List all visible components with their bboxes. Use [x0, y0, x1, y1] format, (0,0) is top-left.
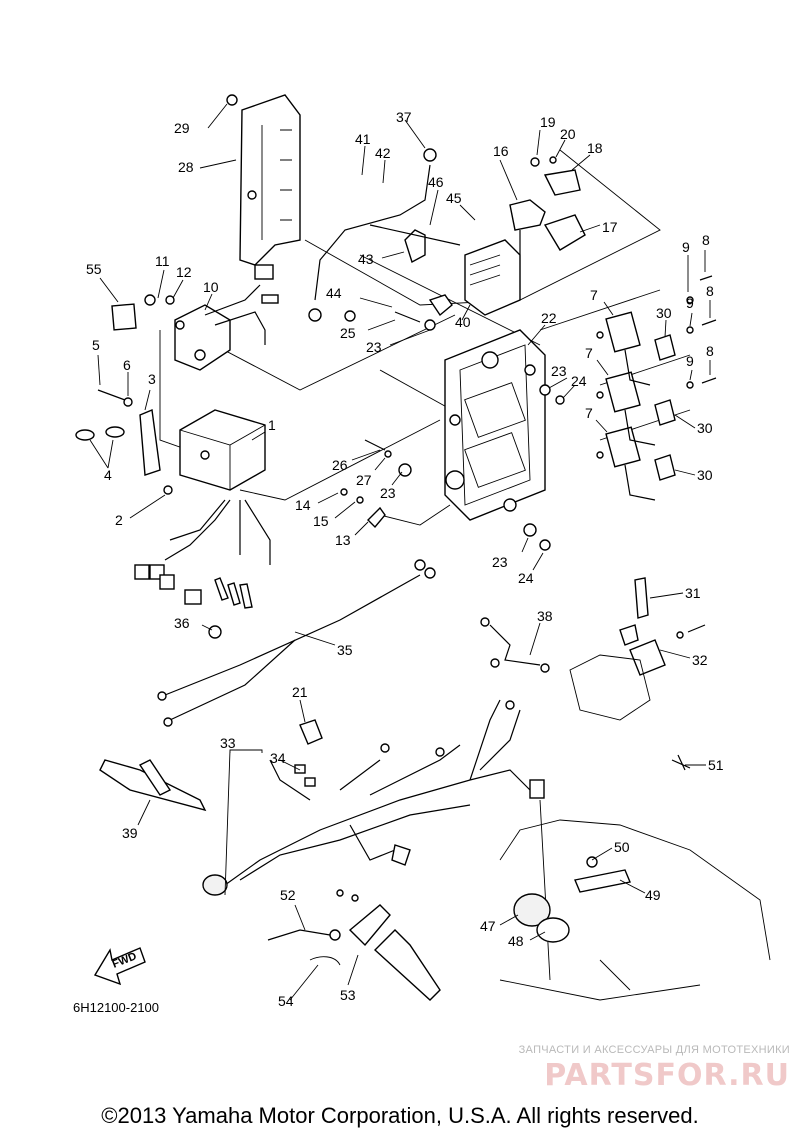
callout-15: 15 [313, 513, 329, 529]
callout-36: 36 [174, 615, 190, 631]
callout-54: 54 [278, 993, 294, 1009]
callout-23c: 23 [380, 485, 396, 501]
callout-7b: 7 [585, 345, 593, 361]
callout-48: 48 [508, 933, 524, 949]
callout-21: 21 [292, 684, 308, 700]
fasteners-center [340, 311, 421, 529]
callout-27: 27 [356, 472, 372, 488]
callout-28: 28 [178, 159, 194, 175]
diagram-code: 6H12100-2100 [73, 1000, 159, 1015]
wire-harness-35 [157, 559, 436, 727]
callout-55: 55 [86, 261, 102, 277]
callout-26: 26 [332, 457, 348, 473]
callout-53: 53 [340, 987, 356, 1003]
callout-23a: 23 [366, 339, 382, 355]
copyright-notice: ©2013 Yamaha Motor Corporation, U.S.A. A… [101, 1103, 699, 1128]
callout-leaders [89, 103, 711, 1001]
callout-25: 25 [340, 325, 356, 341]
callout-11: 11 [155, 253, 170, 269]
callout-40: 40 [455, 314, 471, 330]
callout-6: 6 [123, 357, 131, 373]
main-harness-part [202, 699, 545, 896]
callout-12: 12 [176, 264, 192, 280]
callout-34: 34 [270, 750, 286, 766]
rectifier-part [144, 264, 279, 371]
callout-9c: 9 [686, 353, 694, 369]
callout-35: 35 [337, 642, 353, 658]
callout-23d: 23 [492, 554, 508, 570]
callout-33: 33 [220, 735, 236, 751]
callout-43: 43 [358, 251, 374, 267]
callout-numbers: 1 2 3 4 5 6 7 7 7 8 8 8 9 9 9 10 11 12 1… [86, 109, 724, 1009]
callout-1: 1 [268, 417, 276, 433]
label-plate-part [111, 303, 137, 331]
callout-49: 49 [645, 887, 661, 903]
callout-8b: 8 [706, 283, 714, 299]
callout-30a: 30 [656, 305, 672, 321]
callout-45: 45 [446, 190, 462, 206]
callout-44: 44 [326, 285, 342, 301]
grommets [398, 319, 565, 551]
switch-part-16 [509, 199, 546, 255]
callout-39: 39 [122, 825, 138, 841]
watermark-tagline: ЗАПЧАСТИ И АКСЕССУАРЫ ДЛЯ МОТОТЕХНИКИ [518, 1044, 790, 1056]
callout-7c: 7 [585, 405, 593, 421]
ignition-coils [596, 275, 717, 501]
lead-wire-38 [480, 617, 550, 673]
callout-14: 14 [295, 497, 311, 513]
clamp-part-51 [671, 754, 691, 771]
callout-41: 41 [355, 131, 371, 147]
callout-23b: 23 [551, 363, 567, 379]
callout-2: 2 [115, 512, 123, 528]
callout-32: 32 [692, 652, 708, 668]
callout-29: 29 [174, 120, 190, 136]
lower-cowling-area [499, 799, 771, 1001]
callout-8c: 8 [706, 343, 714, 359]
callout-24b: 24 [518, 570, 534, 586]
callout-24a: 24 [571, 373, 587, 389]
callout-30c: 30 [697, 467, 713, 483]
callout-42: 42 [375, 145, 391, 161]
callout-50: 50 [614, 839, 630, 855]
holder-part-39 [99, 759, 207, 812]
callout-47: 47 [480, 918, 496, 934]
wire-harness-top [308, 148, 437, 322]
bracket-part [75, 389, 161, 476]
callout-16: 16 [493, 143, 509, 159]
cdi-unit-part [134, 409, 271, 609]
callout-13: 13 [335, 532, 351, 548]
callout-5: 5 [92, 337, 100, 353]
lever-assembly [267, 889, 441, 1001]
callout-22: 22 [541, 310, 557, 326]
callout-7a: 7 [590, 287, 598, 303]
callout-17: 17 [602, 219, 618, 235]
callout-30b: 30 [697, 420, 713, 436]
clip-part-21 [299, 719, 323, 745]
callout-4: 4 [104, 467, 112, 483]
top-cover-part [226, 94, 301, 266]
callout-8a: 8 [702, 232, 710, 248]
cap-part-17 [543, 214, 586, 251]
callout-51: 51 [708, 757, 724, 773]
ignition-plate-part [444, 329, 546, 521]
bracket-part-18 [530, 156, 581, 196]
callout-18: 18 [587, 140, 603, 156]
callout-46: 46 [428, 174, 444, 190]
callout-9a: 9 [682, 239, 690, 255]
callout-37: 37 [396, 109, 412, 125]
callout-3: 3 [148, 371, 156, 387]
callout-10: 10 [203, 279, 219, 295]
watermark-logo: PARTSFOR.RU [544, 1058, 790, 1093]
fwd-arrow-icon: FWD [93, 947, 146, 986]
callout-9b: 9 [686, 295, 694, 311]
callout-20: 20 [560, 126, 576, 142]
callout-52: 52 [280, 887, 296, 903]
relay-assembly-part [369, 224, 521, 317]
sensor-part [569, 577, 706, 721]
callout-38: 38 [537, 608, 553, 624]
callout-19: 19 [540, 114, 556, 130]
callout-31: 31 [685, 585, 701, 601]
